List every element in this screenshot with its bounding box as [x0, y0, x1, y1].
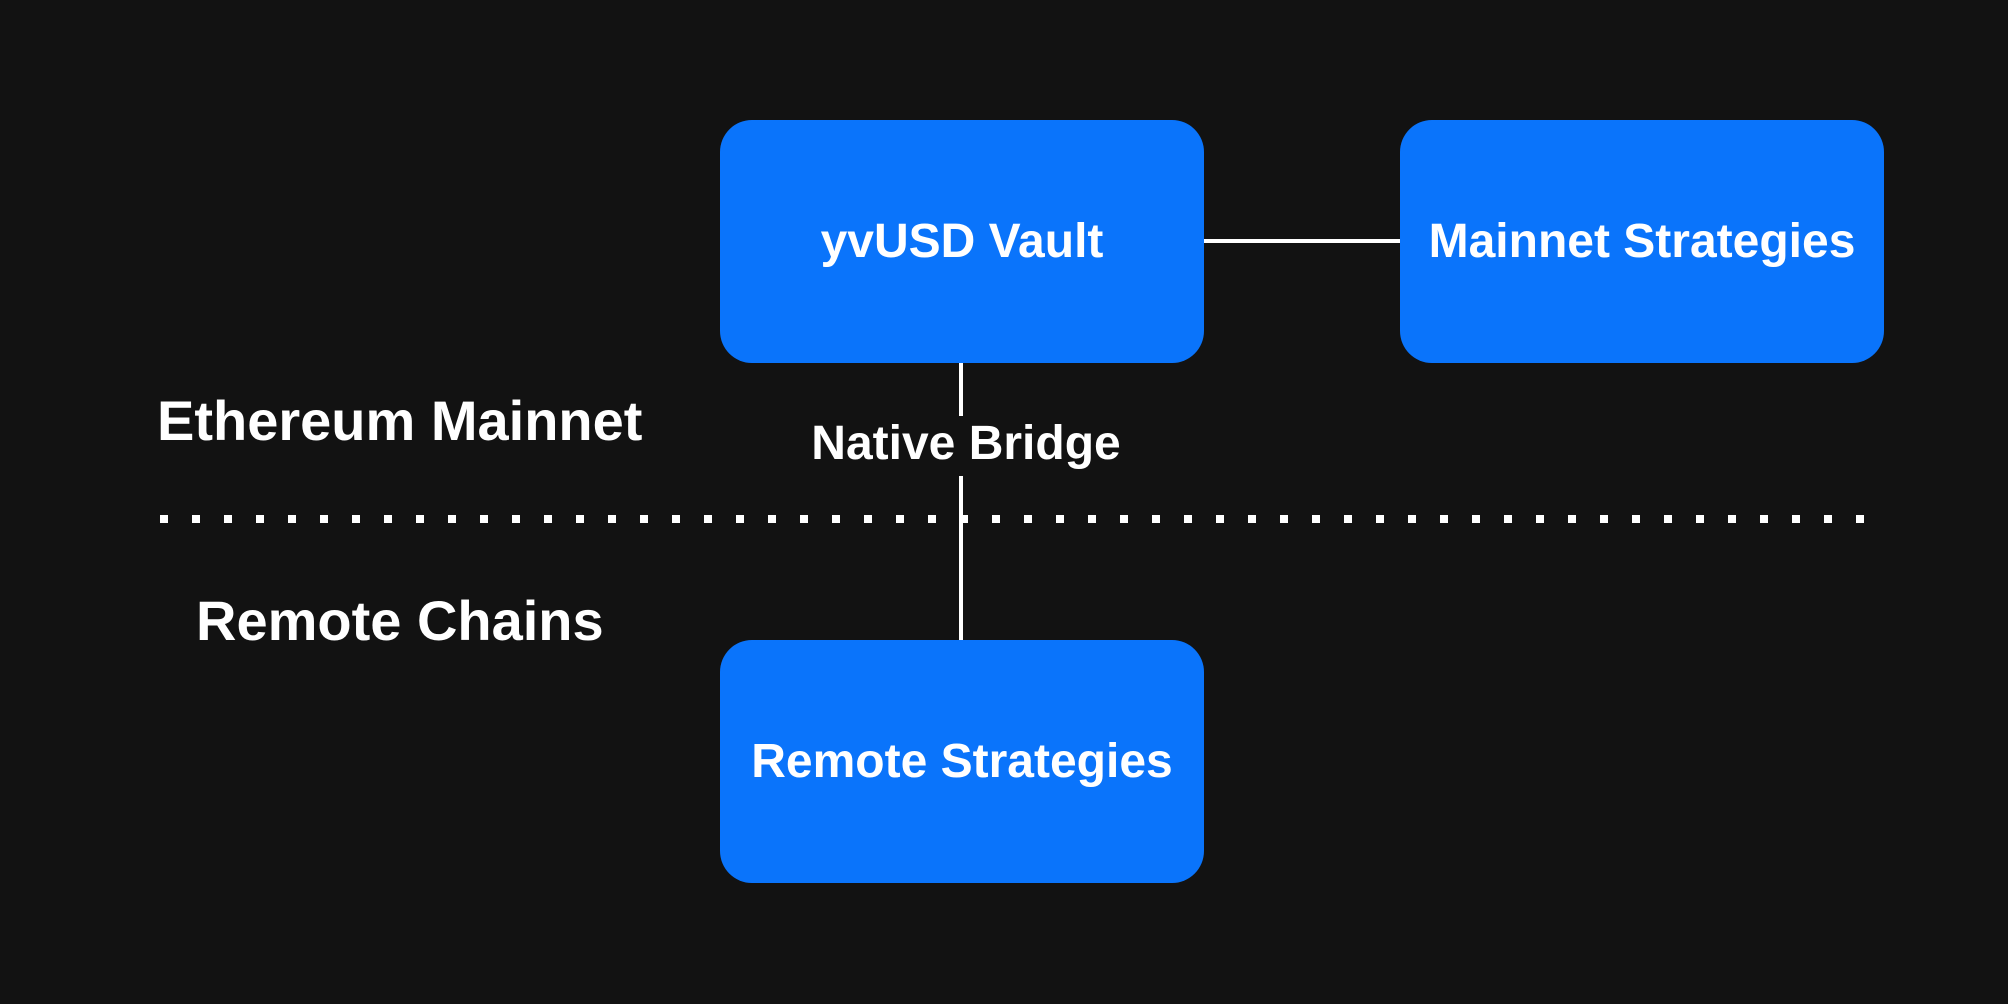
divider-dot [1504, 515, 1512, 523]
divider-dot [160, 515, 168, 523]
node-remote-strategies-label: Remote Strategies [751, 735, 1173, 788]
divider-dot [1248, 515, 1256, 523]
divider-dot [1120, 515, 1128, 523]
divider-dot [768, 515, 776, 523]
divider-dot [1344, 515, 1352, 523]
divider-dot [992, 515, 1000, 523]
divider-dot [1632, 515, 1640, 523]
divider-dot [1472, 515, 1480, 523]
divider-dot [1056, 515, 1064, 523]
divider-dot [1440, 515, 1448, 523]
chain-boundary-divider [160, 515, 1868, 523]
divider-dot [288, 515, 296, 523]
divider-dot [352, 515, 360, 523]
edge-bridge-to-remote-strategies [959, 476, 963, 641]
divider-dot [1696, 515, 1704, 523]
node-yvusd-vault-label: yvUSD Vault [820, 215, 1104, 268]
edge-vault-to-bridge [959, 363, 963, 416]
divider-dot [1536, 515, 1544, 523]
divider-dot [1664, 515, 1672, 523]
divider-dot [320, 515, 328, 523]
divider-dot [1760, 515, 1768, 523]
divider-dot [1856, 515, 1864, 523]
divider-dot [1376, 515, 1384, 523]
divider-dot [1024, 515, 1032, 523]
divider-dot [960, 515, 968, 523]
divider-dot [1568, 515, 1576, 523]
node-yvusd-vault: yvUSD Vault [720, 120, 1204, 363]
divider-dot [1088, 515, 1096, 523]
divider-dot [896, 515, 904, 523]
region-label-ethereum-mainnet: Ethereum Mainnet [157, 389, 643, 452]
divider-dot [864, 515, 872, 523]
divider-dot [1216, 515, 1224, 523]
divider-dot [800, 515, 808, 523]
divider-dot [512, 515, 520, 523]
divider-dot [480, 515, 488, 523]
divider-dot [1792, 515, 1800, 523]
divider-dot [576, 515, 584, 523]
node-remote-strategies: Remote Strategies [720, 640, 1204, 883]
divider-dot [1184, 515, 1192, 523]
divider-dot [1600, 515, 1608, 523]
divider-dot [416, 515, 424, 523]
divider-dot [704, 515, 712, 523]
divider-dot [384, 515, 392, 523]
divider-dot [672, 515, 680, 523]
divider-dot [224, 515, 232, 523]
native-bridge-label: Native Bridge [811, 417, 1121, 470]
divider-dot [1728, 515, 1736, 523]
edge-vault-to-mainnet-strategies [1203, 239, 1401, 243]
node-mainnet-strategies: Mainnet Strategies [1400, 120, 1884, 363]
divider-dot [192, 515, 200, 523]
divider-dot [736, 515, 744, 523]
region-label-remote-chains: Remote Chains [196, 589, 604, 652]
divider-dot [1152, 515, 1160, 523]
divider-dot [1408, 515, 1416, 523]
divider-dot [1824, 515, 1832, 523]
divider-dot [608, 515, 616, 523]
divider-dot [928, 515, 936, 523]
divider-dot [640, 515, 648, 523]
divider-dot [832, 515, 840, 523]
divider-dot [256, 515, 264, 523]
divider-dot [544, 515, 552, 523]
divider-dot [1280, 515, 1288, 523]
divider-dot [448, 515, 456, 523]
divider-dot [1312, 515, 1320, 523]
node-mainnet-strategies-label: Mainnet Strategies [1428, 215, 1856, 268]
